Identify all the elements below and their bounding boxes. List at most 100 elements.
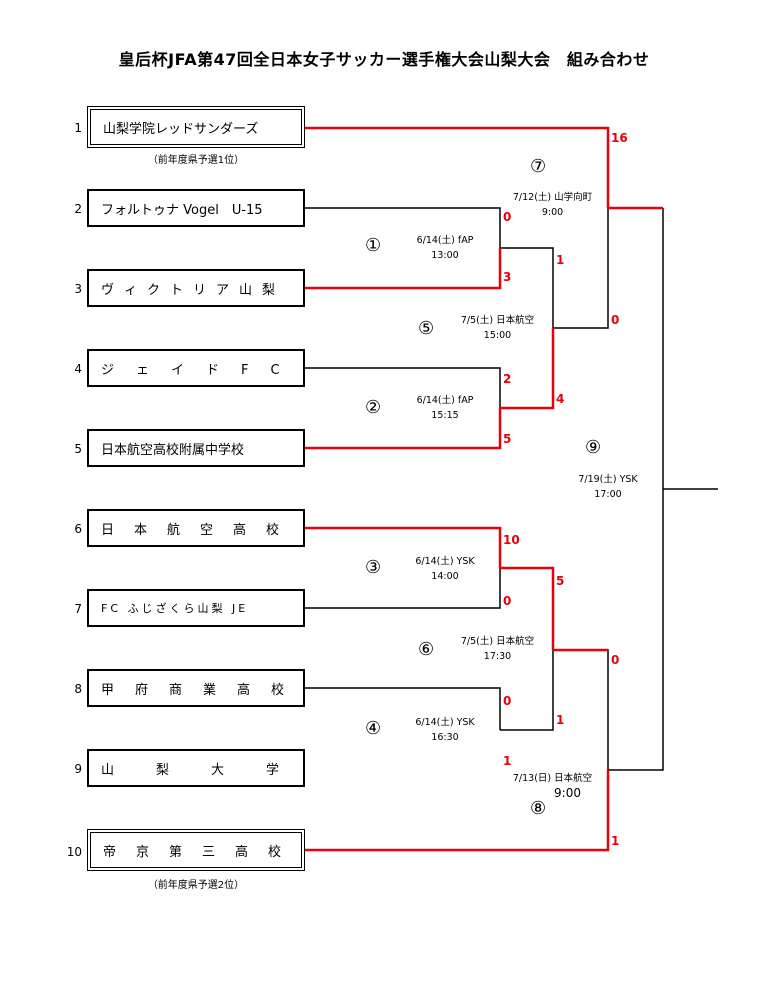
score: 3 — [503, 270, 512, 284]
bracket-line — [305, 687, 501, 730]
match-time: 17:00 — [594, 489, 622, 500]
match-time: 13:00 — [431, 250, 459, 261]
seed-number: 10 — [66, 845, 82, 859]
bracket-line — [553, 649, 609, 770]
bracket-line — [500, 650, 554, 731]
match-date: 6/14(土) YSK — [415, 556, 475, 567]
score: 0 — [503, 210, 512, 224]
match-date: 6/14(土) YSK — [415, 717, 475, 728]
match-number: ④ — [365, 718, 382, 739]
score: 4 — [556, 392, 565, 406]
match-date: 6/14(土) fAP — [416, 395, 474, 406]
match-date: 7/19(土) YSK — [578, 474, 638, 485]
score: 1 — [556, 713, 565, 727]
seed-number: 8 — [74, 682, 82, 696]
bracket-line — [553, 208, 609, 329]
team-name: 帝京第三高校 — [103, 844, 302, 860]
match-time: 16:30 — [431, 732, 459, 743]
match-date: 7/12(土) 山学向町 — [512, 192, 593, 203]
seed-number: 4 — [74, 362, 82, 376]
score: 0 — [611, 653, 620, 667]
score: 16 — [611, 131, 628, 145]
team-box: FC ふじざくら山梨 JE — [87, 589, 305, 627]
team-box: 山梨学院レッドサンダーズ — [87, 106, 305, 148]
match-info: 6/14(土) fAP 13:00 — [400, 233, 490, 263]
seed-number: 1 — [74, 121, 82, 135]
team-name: 甲府商業高校 — [101, 682, 306, 698]
match-date: 7/5(土) 日本航空 — [460, 315, 535, 326]
match-date: 7/5(土) 日本航空 — [460, 636, 535, 647]
team-name: 日本航空高校附属中学校 — [101, 442, 245, 458]
match-time: 17:30 — [483, 651, 512, 662]
team-name: ヴィクトリア山梨 — [101, 282, 286, 298]
seed-number: 6 — [74, 522, 82, 536]
bracket-line — [500, 247, 554, 328]
match-time: 9:00 — [554, 786, 581, 800]
team-box: 日本航空高校附属中学校 — [87, 429, 305, 467]
score: 1 — [611, 834, 620, 848]
bracket-line-winner — [500, 566, 555, 650]
match-time: 15:15 — [431, 410, 459, 421]
score: 0 — [611, 313, 620, 327]
match-date: 6/14(土) fAP — [416, 235, 474, 246]
team-note: （前年度県予選2位） — [147, 880, 245, 891]
match-time: 9:00 — [541, 207, 564, 218]
seed-number: 9 — [74, 762, 82, 776]
team-box: フォルトゥナ Vogel U-15 — [87, 189, 305, 227]
seed-number: 3 — [74, 282, 82, 296]
team-name: 山梨学院レッドサンダーズ — [103, 121, 259, 137]
match-time: 14:00 — [431, 571, 459, 582]
bracket-line-winner — [305, 526, 502, 568]
bracket-line-winner — [305, 248, 502, 290]
match-number: ⑦ — [530, 156, 547, 177]
bracket-line-winner — [500, 328, 555, 410]
match-info: 7/5(土) 日本航空 17:30 — [445, 634, 550, 664]
match-info: 7/12(土) 山学向町 9:00 — [500, 190, 605, 220]
seed-number: 2 — [74, 202, 82, 216]
bracket-line-winner — [305, 408, 502, 450]
seed-number: 5 — [74, 442, 82, 456]
bracket-line-winner — [305, 770, 610, 852]
score: 1 — [503, 754, 512, 768]
team-name: フォルトゥナ Vogel U-15 — [101, 202, 263, 218]
match-info: 6/14(土) YSK 14:00 — [400, 554, 490, 584]
team-box: ヴィクトリア山梨 — [87, 269, 305, 307]
team-name: FC ふじざくら山梨 JE — [101, 602, 249, 615]
match-number: ⑧ — [530, 798, 547, 819]
seed-number: 7 — [74, 602, 82, 616]
page-title: 皇后杯JFA第47回全日本女子サッカー選手権大会山梨大会 組み合わせ — [118, 50, 650, 69]
team-box: 山梨大学 — [87, 749, 305, 787]
team-name: 山梨大学 — [101, 762, 322, 778]
score: 0 — [503, 694, 512, 708]
score: 2 — [503, 372, 512, 386]
match-info: 7/5(土) 日本航空 15:00 — [445, 313, 550, 343]
team-box: 帝京第三高校 — [87, 829, 305, 871]
bracket-line — [305, 367, 501, 408]
match-info: 6/14(土) fAP 15:15 — [400, 393, 490, 423]
score: 5 — [556, 574, 565, 588]
team-box: 日本航空高校 — [87, 509, 305, 547]
match-info: 7/13(日) 日本航空 9:00 — [500, 771, 605, 801]
score: 5 — [503, 432, 512, 446]
team-box: ジェイドFC — [87, 349, 305, 387]
bracket-line — [608, 208, 664, 771]
match-number: ① — [365, 235, 382, 256]
team-box: 甲府商業高校 — [87, 669, 305, 707]
match-info: 6/14(土) YSK 16:30 — [400, 715, 490, 745]
match-time: 15:00 — [483, 330, 512, 341]
score: 0 — [503, 594, 512, 608]
bracket-line-winner — [305, 126, 610, 208]
score: 1 — [556, 253, 565, 267]
team-name: 日本航空高校 — [101, 522, 300, 538]
match-number: ⑤ — [418, 318, 435, 339]
match-number: ③ — [365, 557, 382, 578]
team-name: ジェイドFC — [101, 362, 302, 378]
match-number: ⑥ — [418, 639, 435, 660]
score: 10 — [503, 533, 520, 547]
team-note: （前年度県予選1位） — [147, 155, 245, 166]
match-date: 7/13(日) 日本航空 — [512, 773, 593, 784]
match-number: ⑨ — [585, 437, 602, 458]
match-number: ② — [365, 397, 382, 418]
bracket-line — [305, 568, 501, 609]
